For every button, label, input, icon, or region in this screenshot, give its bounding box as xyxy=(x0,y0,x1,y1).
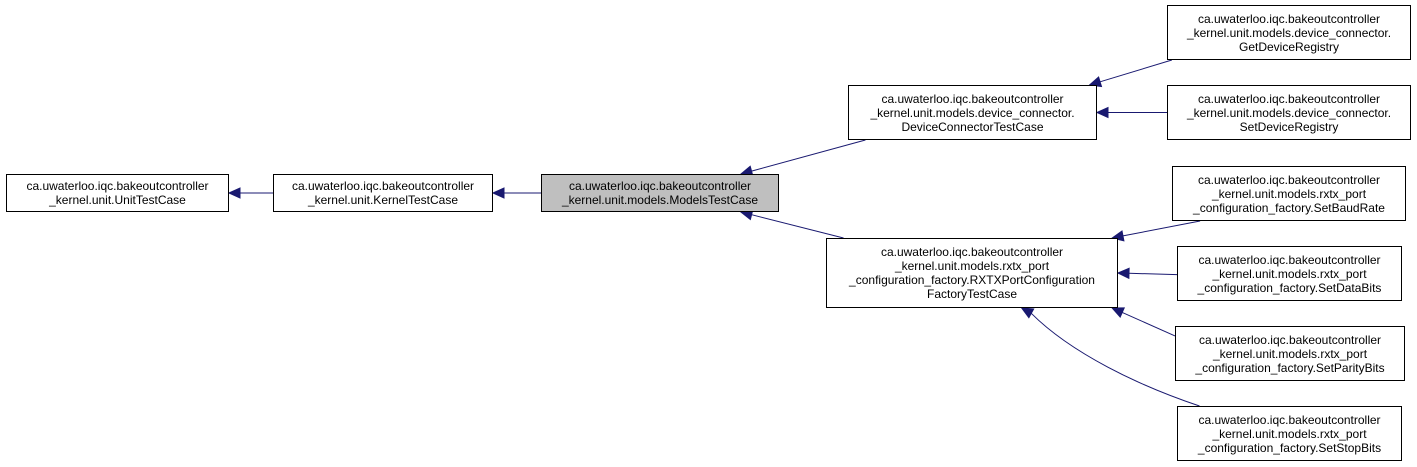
edge-line xyxy=(751,139,866,172)
edge-set_baud_rate-to-rxtx_factory_test_case xyxy=(1110,220,1201,242)
edge-set_stop_bits-to-rxtx_factory_test_case xyxy=(1020,307,1200,407)
class-node-label: ca.uwaterloo.iqc.bakeoutcontroller _kern… xyxy=(1186,11,1392,54)
class-node-label: ca.uwaterloo.iqc.bakeoutcontroller _kern… xyxy=(1195,332,1385,375)
class-node-label: ca.uwaterloo.iqc.bakeoutcontroller _kern… xyxy=(561,179,759,207)
class-node-get-device-registry[interactable]: ca.uwaterloo.iqc.bakeoutcontroller _kern… xyxy=(1167,5,1411,60)
class-node-set-parity-bits[interactable]: ca.uwaterloo.iqc.bakeoutcontroller _kern… xyxy=(1175,326,1405,381)
arrowhead-icon xyxy=(227,187,241,199)
class-node-label: ca.uwaterloo.iqc.bakeoutcontroller _kern… xyxy=(870,91,1075,134)
class-node-label: ca.uwaterloo.iqc.bakeoutcontroller _kern… xyxy=(26,179,209,207)
class-node-set-baud-rate[interactable]: ca.uwaterloo.iqc.bakeoutcontroller _kern… xyxy=(1172,166,1406,221)
arrowhead-icon xyxy=(1111,307,1126,318)
arrowhead-icon xyxy=(1116,267,1130,280)
edge-set_device_registry-to-device_connector_test_case xyxy=(1095,106,1167,119)
edge-rxtx_factory_test_case-to-models_test_case xyxy=(739,209,844,239)
class-node-kernel-test-case[interactable]: ca.uwaterloo.iqc.bakeoutcontroller _kern… xyxy=(273,174,493,212)
edge-line xyxy=(751,214,844,239)
class-node-label: ca.uwaterloo.iqc.bakeoutcontroller _kern… xyxy=(291,179,475,207)
edge-line xyxy=(1099,59,1173,83)
edge-line xyxy=(1122,312,1176,337)
edge-models_test_case-to-kernel_test_case xyxy=(491,187,541,199)
edge-line xyxy=(1030,312,1200,407)
edge-line xyxy=(1128,272,1178,276)
edge-set_data_bits-to-rxtx_factory_test_case xyxy=(1116,267,1178,280)
edge-get_device_registry-to-device_connector_test_case xyxy=(1088,59,1173,88)
edge-line xyxy=(1122,220,1201,237)
class-node-label: ca.uwaterloo.iqc.bakeoutcontroller _kern… xyxy=(1186,91,1392,134)
class-node-unit-test-case[interactable]: ca.uwaterloo.iqc.bakeoutcontroller _kern… xyxy=(6,174,229,212)
class-node-label: ca.uwaterloo.iqc.bakeoutcontroller _kern… xyxy=(1193,172,1385,215)
class-node-set-device-registry[interactable]: ca.uwaterloo.iqc.bakeoutcontroller _kern… xyxy=(1167,85,1411,140)
edge-kernel_test_case-to-unit_test_case xyxy=(227,187,273,199)
class-node-set-stop-bits[interactable]: ca.uwaterloo.iqc.bakeoutcontroller _kern… xyxy=(1177,406,1402,461)
edge-device_connector_test_case-to-models_test_case xyxy=(739,139,866,177)
class-node-set-data-bits[interactable]: ca.uwaterloo.iqc.bakeoutcontroller _kern… xyxy=(1177,246,1402,301)
arrowhead-icon xyxy=(1020,307,1035,319)
edge-set_parity_bits-to-rxtx_factory_test_case xyxy=(1111,307,1176,337)
arrowhead-icon xyxy=(1095,106,1109,119)
class-node-label: ca.uwaterloo.iqc.bakeoutcontroller _kern… xyxy=(849,245,1095,301)
class-node-label: ca.uwaterloo.iqc.bakeoutcontroller _kern… xyxy=(1197,412,1382,455)
arrowhead-icon xyxy=(491,187,505,199)
class-node-device-connector-test-case[interactable]: ca.uwaterloo.iqc.bakeoutcontroller _kern… xyxy=(848,85,1097,140)
class-node-label: ca.uwaterloo.iqc.bakeoutcontroller _kern… xyxy=(1197,252,1382,295)
class-node-rxtx-port-configuration-factory-test-case[interactable]: ca.uwaterloo.iqc.bakeoutcontroller _kern… xyxy=(826,238,1118,308)
class-node-models-test-case[interactable]: ca.uwaterloo.iqc.bakeoutcontroller _kern… xyxy=(541,174,779,212)
